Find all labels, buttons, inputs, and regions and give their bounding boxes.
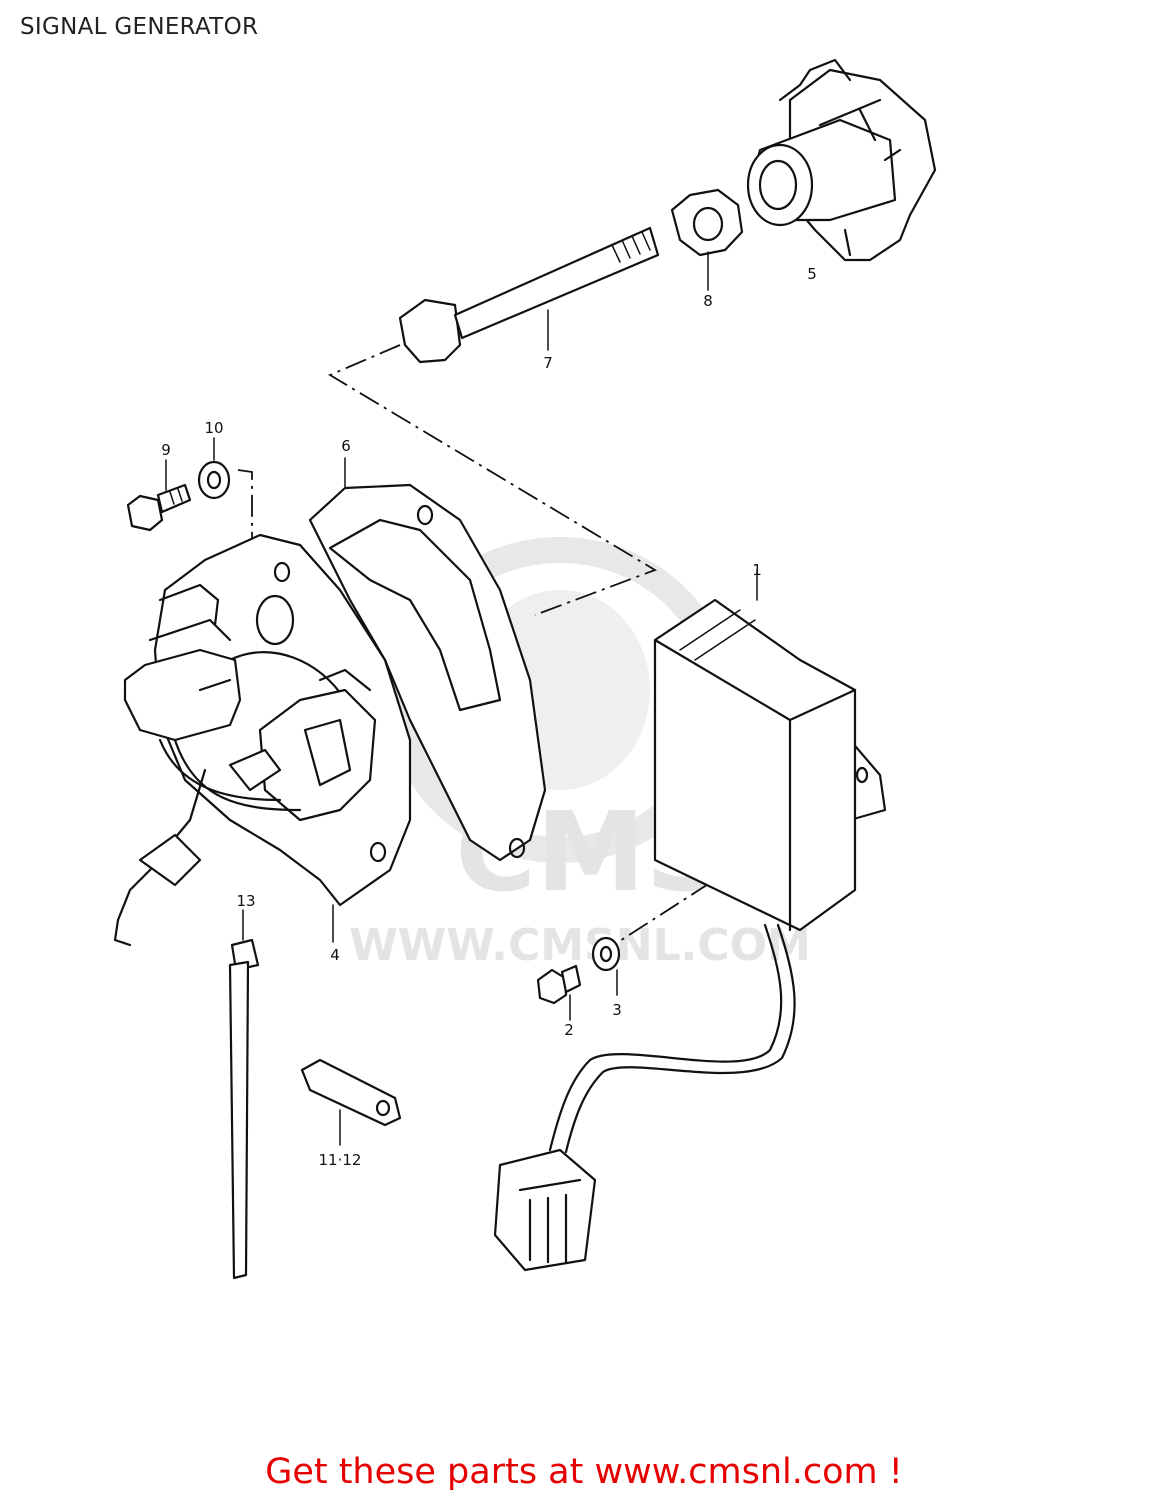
part-4-base-plate (113, 533, 412, 947)
callout-8: 8 (703, 292, 713, 310)
cmsnl-footer-link[interactable]: Get these parts at www.cmsnl.com ! (265, 1452, 903, 1492)
callout-2: 2 (564, 1021, 574, 1039)
callout-11-12: 11·12 (319, 1151, 362, 1169)
part-13-cable-tie (228, 909, 260, 1280)
callout-7: 7 (543, 354, 553, 372)
part-3-washer (591, 936, 621, 996)
callout-13: 13 (236, 892, 255, 910)
callout-1: 1 (752, 561, 762, 579)
part-2-screw (536, 964, 582, 1021)
part-9-screw (126, 459, 192, 532)
page-title: SIGNAL GENERATOR (20, 14, 259, 40)
part-7-bolt (398, 226, 660, 364)
callout-10: 10 (204, 419, 223, 437)
callout-3: 3 (612, 1001, 622, 1019)
part-10-washer (197, 437, 231, 500)
reference-line-bolt (328, 344, 658, 616)
callout-4: 4 (330, 946, 340, 964)
watermark-url-text: WWW.CMSNL.COM (349, 920, 811, 971)
callout-9: 9 (161, 441, 171, 459)
part-8-nut (670, 188, 744, 291)
part-11-12-clamp (300, 1058, 402, 1146)
part-6-gasket-plate (308, 457, 547, 862)
part-5-rotor-housing (746, 58, 937, 262)
part-1-igniter-unit (493, 569, 887, 1272)
callout-5: 5 (807, 265, 817, 283)
callout-6: 6 (341, 437, 351, 455)
